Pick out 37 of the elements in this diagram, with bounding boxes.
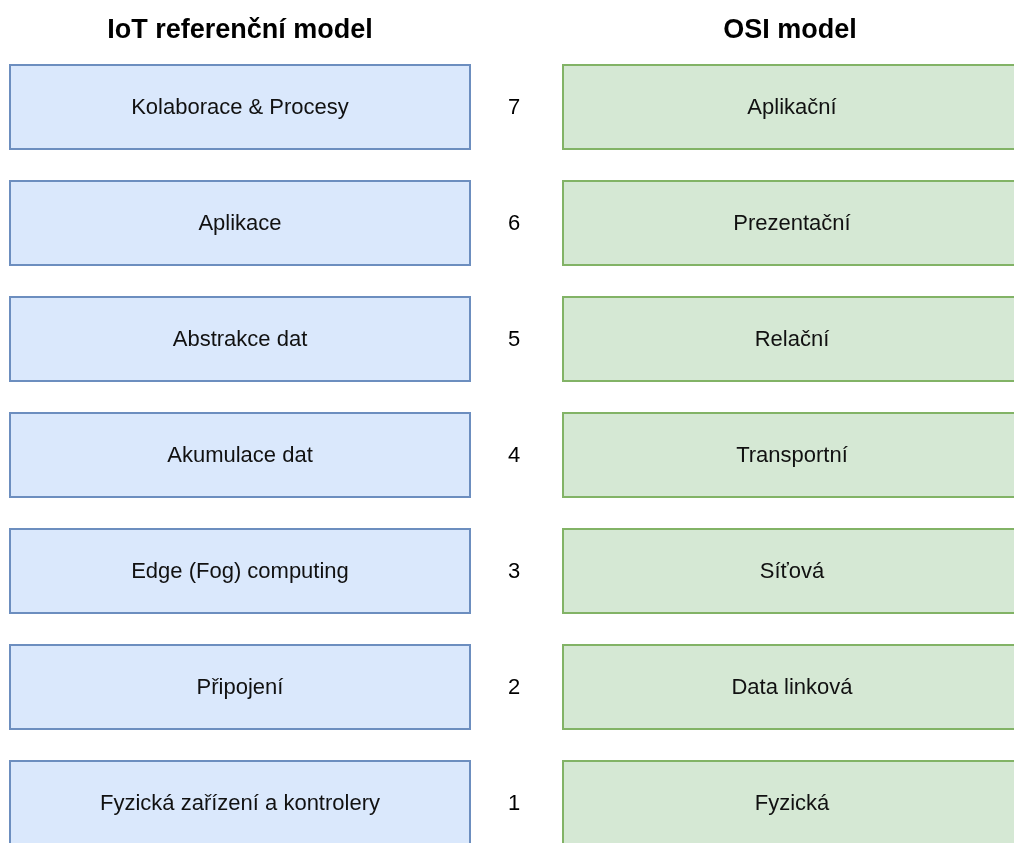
iot-layer-box xyxy=(9,64,471,150)
osi-layer-box xyxy=(562,412,1014,498)
iot-layer-box xyxy=(9,760,471,843)
layer-number: 4 xyxy=(508,442,521,468)
layer-name: Kolaborace & Procesy xyxy=(131,94,349,120)
osi-layer-box xyxy=(562,180,1014,266)
layer-name: Připojení xyxy=(196,674,284,700)
iot-layer-box xyxy=(9,296,471,382)
osi-layer-box xyxy=(562,644,1014,730)
osi-layer-box xyxy=(562,760,1014,843)
layer-number: 7 xyxy=(508,94,521,120)
layer-name: Aplikační xyxy=(747,94,837,120)
osi-layer-box xyxy=(562,296,1014,382)
layer-number: 2 xyxy=(508,674,521,700)
column-heading: OSI model xyxy=(723,14,857,45)
layer-name: Edge (Fog) computing xyxy=(131,558,349,584)
layer-name: Fyzická xyxy=(754,790,830,816)
layer-name: Prezentační xyxy=(733,210,851,236)
layer-name: Fyzická zařízení a kontrolery xyxy=(100,790,380,816)
layer-name: Abstrakce dat xyxy=(172,326,308,352)
iot-layer-box xyxy=(9,412,471,498)
layer-number: 3 xyxy=(508,558,521,584)
layer-number: 5 xyxy=(508,326,521,352)
layer-name: Transportní xyxy=(736,442,848,468)
layer-name: Relační xyxy=(754,326,830,352)
iot-layer-box xyxy=(9,644,471,730)
layer-name: Aplikace xyxy=(198,210,282,236)
layer-name: Síťová xyxy=(759,558,825,584)
layer-number: 6 xyxy=(508,210,521,236)
layer-name: Akumulace dat xyxy=(167,442,313,468)
iot-layer-box xyxy=(9,528,471,614)
column-heading: IoT referenční model xyxy=(107,14,373,45)
layer-number: 1 xyxy=(508,790,521,816)
osi-layer-box xyxy=(562,64,1014,150)
iot-layer-box xyxy=(9,180,471,266)
osi-layer-box xyxy=(562,528,1014,614)
layer-name: Data linková xyxy=(731,674,853,700)
